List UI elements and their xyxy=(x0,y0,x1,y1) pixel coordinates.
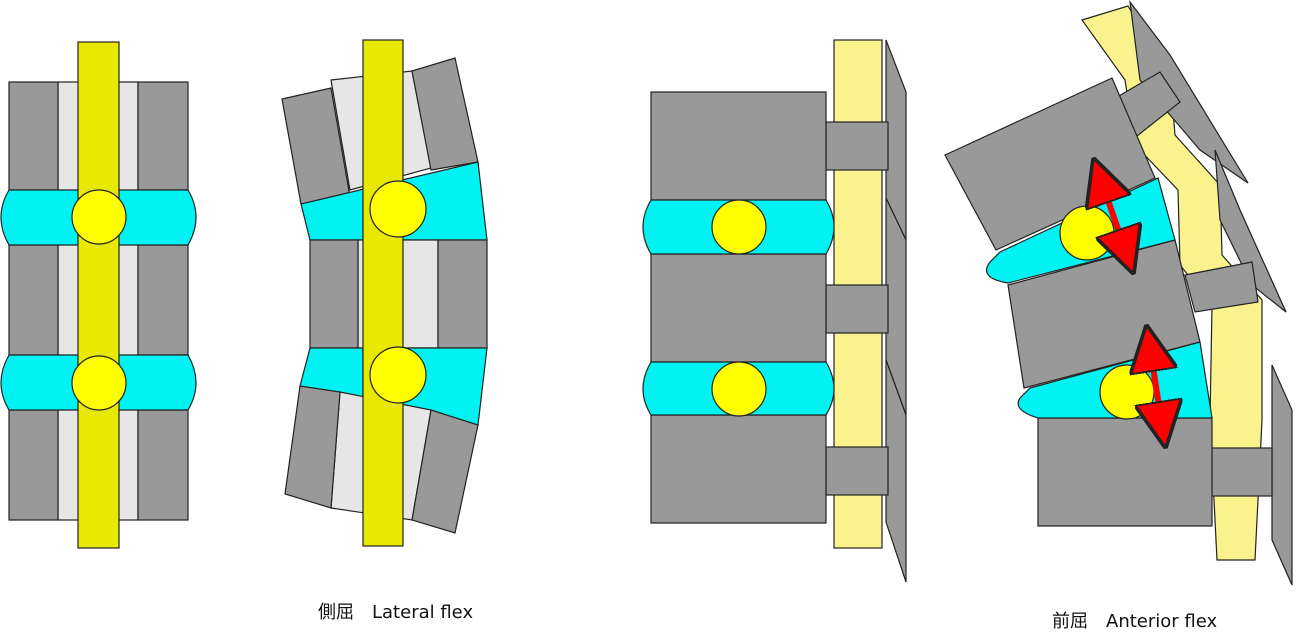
pedicle-middle xyxy=(1184,261,1259,313)
lateral-flex-posterior-view xyxy=(281,39,488,547)
vertebral-body-top xyxy=(944,77,1156,251)
nucleus-pulposus-upper xyxy=(1059,205,1115,261)
pedicle-middle xyxy=(825,284,889,334)
pedicle-bottom xyxy=(825,446,889,496)
caption-anterior-flex: 前屈 Anterior flex xyxy=(1052,611,1218,632)
vertebral-body-bottom xyxy=(650,414,827,524)
neutral-posterior-view xyxy=(0,41,197,549)
pedicle-top xyxy=(825,121,889,171)
spinous-process-bottom xyxy=(1271,364,1293,586)
double-headed-arrow-icon xyxy=(1150,348,1162,425)
vertebra-middle xyxy=(8,244,189,356)
spinal-cord xyxy=(77,41,120,549)
vertebra-top xyxy=(8,81,189,191)
vertebral-body-middle xyxy=(650,253,827,363)
vertebral-body-bottom xyxy=(1037,417,1213,527)
spinous-process-top xyxy=(1129,0,1249,184)
vertebral-body-top xyxy=(650,91,827,201)
pedicle-bottom xyxy=(1209,447,1273,497)
nucleus-pulposus-lower xyxy=(71,355,127,411)
nucleus-pulposus-lower xyxy=(711,361,767,417)
nucleus-pulposus-upper xyxy=(71,189,127,245)
double-headed-arrow-icon xyxy=(1101,180,1126,252)
spinal-cord xyxy=(362,39,404,547)
caption-lateral-flex: 側屈 Lateral flex xyxy=(318,602,474,623)
nucleus-pulposus-upper xyxy=(369,180,427,238)
nucleus-pulposus-lower xyxy=(1099,364,1155,420)
vertebra-bottom xyxy=(8,409,189,521)
anterior-flex-side-view xyxy=(944,0,1293,586)
nucleus-pulposus-upper xyxy=(711,199,767,255)
neutral-side-view xyxy=(642,39,907,583)
vertebra-top xyxy=(281,57,479,205)
nucleus-pulposus-lower xyxy=(369,346,427,404)
